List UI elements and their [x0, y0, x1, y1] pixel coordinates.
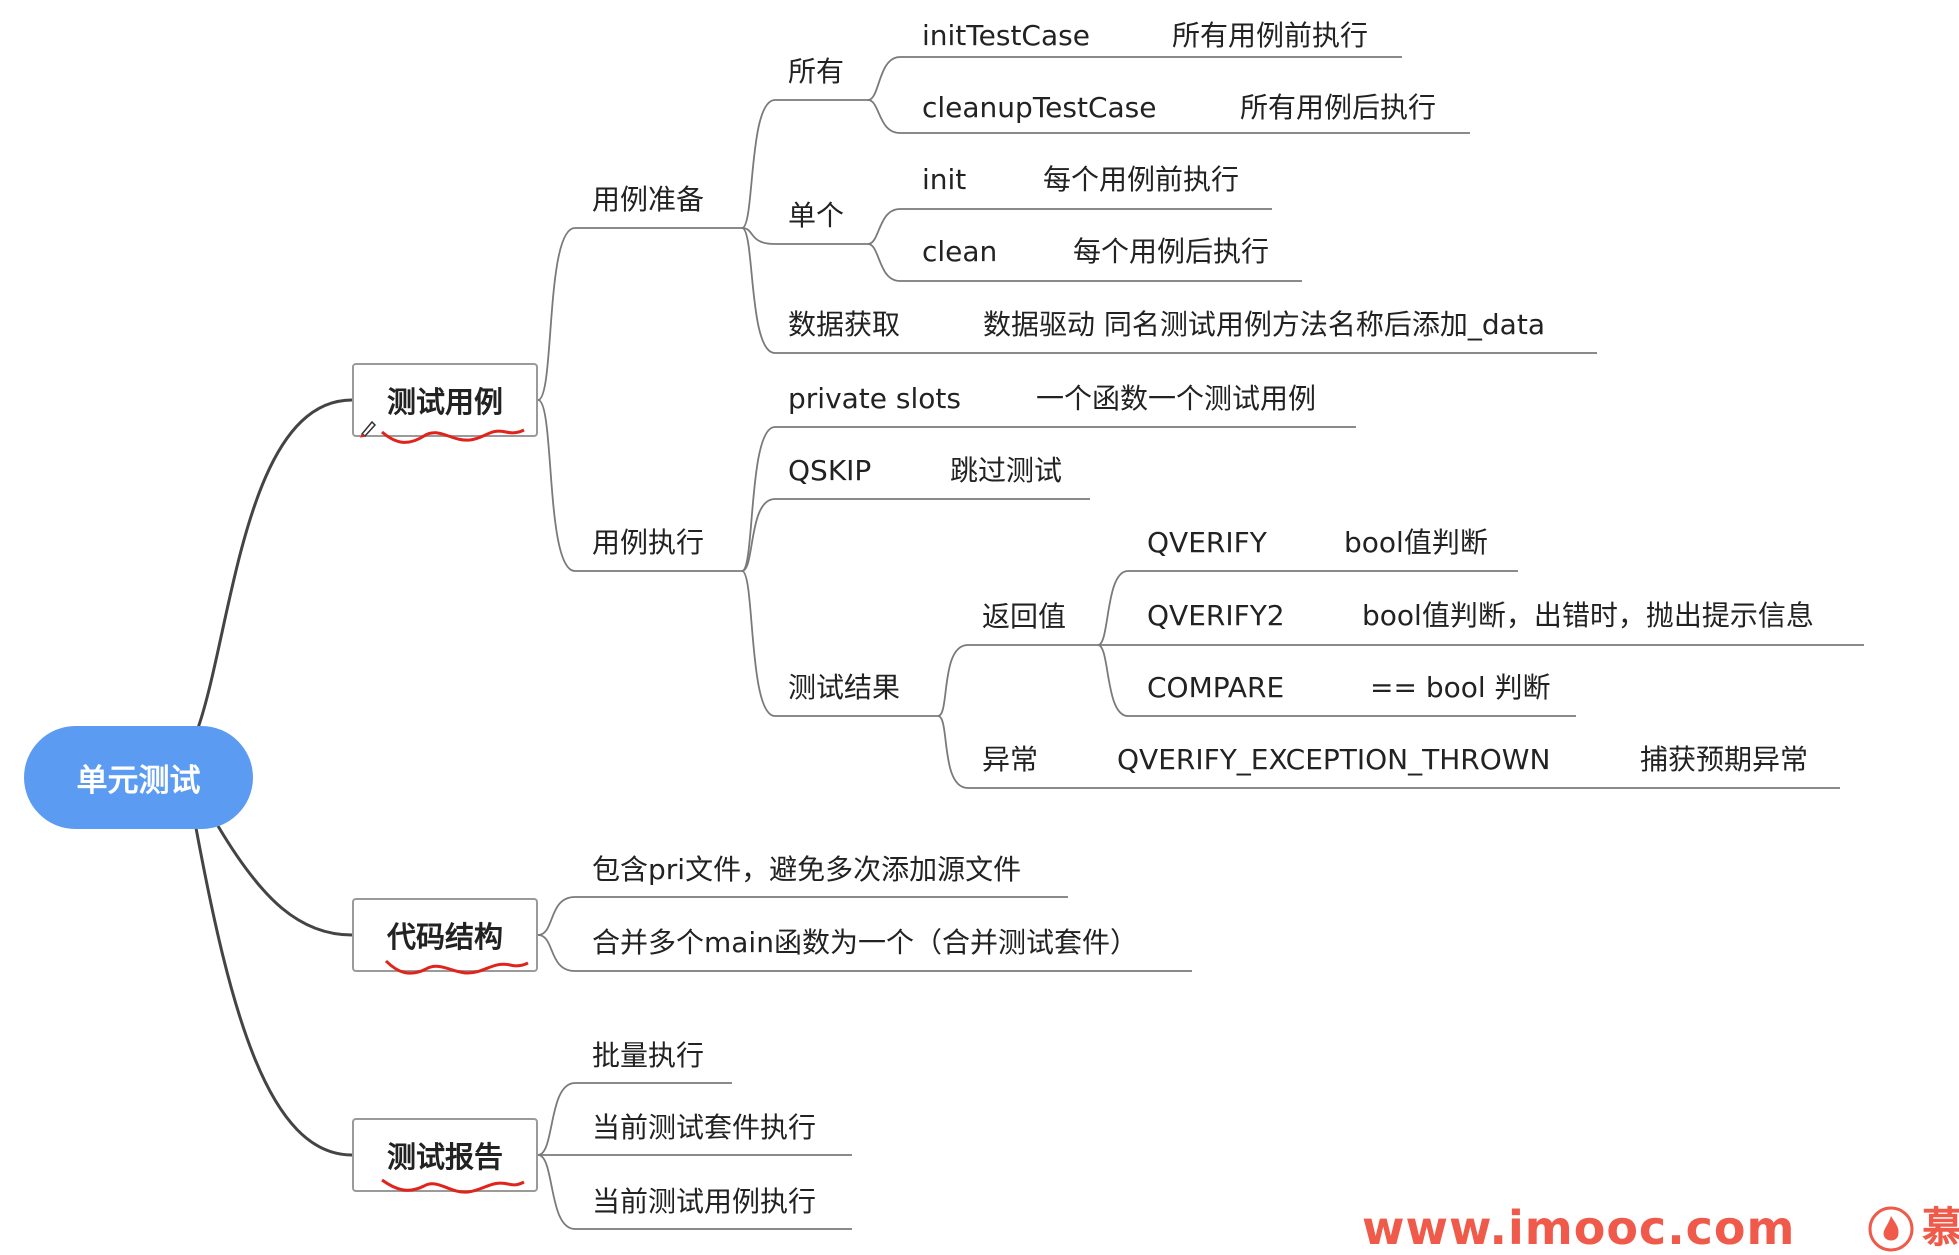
- node-qverify-exception-thrown-desc[interactable]: 捕获预期异常: [1640, 743, 1809, 776]
- node-exception[interactable]: 异常: [982, 743, 1039, 776]
- topic-code-structure[interactable]: 代码结构: [352, 898, 538, 972]
- node-qverify2-desc[interactable]: bool值判断，出错时，抛出提示信息: [1362, 599, 1814, 632]
- topic-test-report[interactable]: 测试报告: [352, 1118, 538, 1192]
- node-batch-execute[interactable]: 批量执行: [592, 1039, 705, 1072]
- node-data-fetch[interactable]: 数据获取: [788, 308, 901, 341]
- flame-logo-icon: [1868, 1206, 1914, 1252]
- node-init-test-case-desc[interactable]: 所有用例前执行: [1172, 19, 1369, 52]
- node-private-slots-desc[interactable]: 一个函数一个测试用例: [1036, 382, 1317, 415]
- node-return-value[interactable]: 返回值: [982, 600, 1067, 633]
- node-merge-main[interactable]: 合并多个main函数为一个（合并测试套件）: [592, 926, 1138, 959]
- node-single[interactable]: 单个: [788, 199, 845, 232]
- node-private-slots[interactable]: private slots: [788, 382, 961, 415]
- node-qskip-desc[interactable]: 跳过测试: [950, 454, 1063, 487]
- node-qverify-desc[interactable]: bool值判断: [1344, 526, 1488, 559]
- node-current-suite-execute[interactable]: 当前测试套件执行: [592, 1111, 817, 1144]
- node-qverify-exception-thrown[interactable]: QVERIFY_EXCEPTION_THROWN: [1117, 743, 1551, 776]
- node-compare[interactable]: COMPARE: [1147, 671, 1285, 704]
- link-root-testcase: [196, 398, 353, 729]
- annotation-underline-code-structure: [384, 959, 529, 975]
- node-cleanup-test-case-desc[interactable]: 所有用例后执行: [1240, 91, 1437, 124]
- node-init[interactable]: init: [922, 163, 967, 196]
- node-case-execute[interactable]: 用例执行: [592, 526, 705, 559]
- node-clean-desc[interactable]: 每个用例后执行: [1073, 235, 1270, 268]
- node-qverify2[interactable]: QVERIFY2: [1147, 599, 1285, 632]
- node-all[interactable]: 所有: [788, 55, 845, 88]
- node-current-case-execute[interactable]: 当前测试用例执行: [592, 1185, 817, 1218]
- link-root-codestructure: [216, 825, 353, 937]
- node-case-prepare[interactable]: 用例准备: [592, 183, 705, 216]
- node-data-fetch-desc[interactable]: 数据驱动 同名测试用例方法名称后添加_data: [983, 308, 1545, 341]
- node-init-test-case[interactable]: initTestCase: [922, 19, 1090, 52]
- node-test-result[interactable]: 测试结果: [788, 671, 901, 704]
- node-include-pri[interactable]: 包含pri文件，避免多次添加源文件: [592, 853, 1022, 886]
- annotation-underline-test-report: [381, 1178, 525, 1194]
- node-compare-desc[interactable]: == bool 判断: [1370, 671, 1551, 704]
- root-node[interactable]: 单元测试: [24, 726, 253, 829]
- watermark-brand: 慕: [1922, 1203, 1959, 1252]
- node-cleanup-test-case[interactable]: cleanupTestCase: [922, 91, 1157, 124]
- node-qverify[interactable]: QVERIFY: [1147, 526, 1267, 559]
- pen-cursor-icon: [360, 420, 377, 438]
- link-root-testreport: [194, 827, 353, 1157]
- annotation-underline-test-case: [381, 428, 525, 444]
- watermark-url: www.imooc.com: [1362, 1201, 1796, 1255]
- node-qskip[interactable]: QSKIP: [788, 454, 872, 487]
- node-clean[interactable]: clean: [922, 235, 998, 268]
- node-init-desc[interactable]: 每个用例前执行: [1043, 163, 1240, 196]
